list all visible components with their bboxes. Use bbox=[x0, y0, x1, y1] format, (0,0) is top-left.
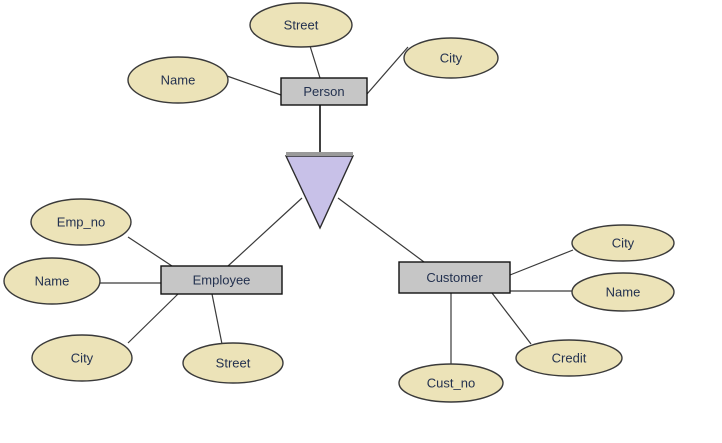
entity-employee[interactable]: Employee bbox=[160, 265, 283, 295]
connector-line bbox=[309, 45, 321, 79]
connector-line bbox=[337, 197, 425, 263]
entity-label: Customer bbox=[426, 270, 483, 285]
attribute-label: City bbox=[71, 350, 94, 365]
attribute-label: Street bbox=[284, 17, 319, 32]
connector-line bbox=[226, 75, 282, 96]
connector-line bbox=[227, 197, 303, 267]
attribute-label: Cust_no bbox=[427, 375, 475, 390]
isa-top-bar bbox=[286, 152, 353, 156]
attribute-customer-name[interactable]: Name bbox=[571, 272, 675, 312]
attribute-label: Name bbox=[161, 72, 196, 87]
attribute-customer-custno[interactable]: Cust_no bbox=[398, 363, 504, 403]
edges-layer bbox=[100, 45, 574, 364]
attribute-ellipse[interactable] bbox=[571, 272, 675, 312]
attribute-customer-credit[interactable]: Credit bbox=[515, 339, 623, 377]
attribute-employee-empno[interactable]: Emp_no bbox=[30, 198, 132, 246]
entity-label: Employee bbox=[193, 272, 251, 287]
attribute-ellipse[interactable] bbox=[403, 37, 499, 79]
attribute-ellipse[interactable] bbox=[249, 2, 353, 48]
attribute-customer-city[interactable]: City bbox=[571, 224, 675, 262]
connector-line bbox=[127, 293, 179, 344]
attribute-person-name[interactable]: Name bbox=[127, 56, 229, 104]
attribute-employee-name[interactable]: Name bbox=[3, 257, 101, 305]
attribute-person-city[interactable]: City bbox=[403, 37, 499, 79]
entity-person[interactable]: Person bbox=[280, 77, 368, 106]
connector-line bbox=[127, 236, 173, 267]
attribute-label: Credit bbox=[552, 350, 587, 365]
attribute-person-street[interactable]: Street bbox=[249, 2, 353, 48]
attribute-label: Street bbox=[216, 355, 251, 370]
connector-line bbox=[509, 249, 574, 276]
entity-label: Person bbox=[303, 84, 344, 99]
attribute-ellipse[interactable] bbox=[398, 363, 504, 403]
entity-customer[interactable]: Customer bbox=[398, 261, 511, 294]
attribute-ellipse[interactable] bbox=[182, 342, 284, 384]
attribute-employee-city[interactable]: City bbox=[31, 334, 133, 382]
attribute-ellipse[interactable] bbox=[31, 334, 133, 382]
isa-layer bbox=[284, 152, 355, 230]
attribute-label: Name bbox=[35, 273, 70, 288]
connector-line bbox=[211, 293, 223, 345]
attribute-ellipse[interactable] bbox=[127, 56, 229, 104]
attribute-ellipse[interactable] bbox=[571, 224, 675, 262]
connector-line bbox=[366, 46, 409, 95]
attribute-ellipse[interactable] bbox=[3, 257, 101, 305]
connector-line bbox=[491, 292, 532, 345]
attribute-ellipse[interactable] bbox=[515, 339, 623, 377]
entity-box[interactable] bbox=[160, 265, 283, 295]
attribute-label: Name bbox=[606, 284, 641, 299]
entity-box[interactable] bbox=[398, 261, 511, 294]
entity-box[interactable] bbox=[280, 77, 368, 106]
attribute-employee-street[interactable]: Street bbox=[182, 342, 284, 384]
isa-triangle[interactable] bbox=[284, 155, 355, 230]
attribute-label: City bbox=[440, 50, 463, 65]
attribute-label: Emp_no bbox=[57, 214, 105, 229]
attribute-ellipse[interactable] bbox=[30, 198, 132, 246]
attribute-label: City bbox=[612, 235, 635, 250]
